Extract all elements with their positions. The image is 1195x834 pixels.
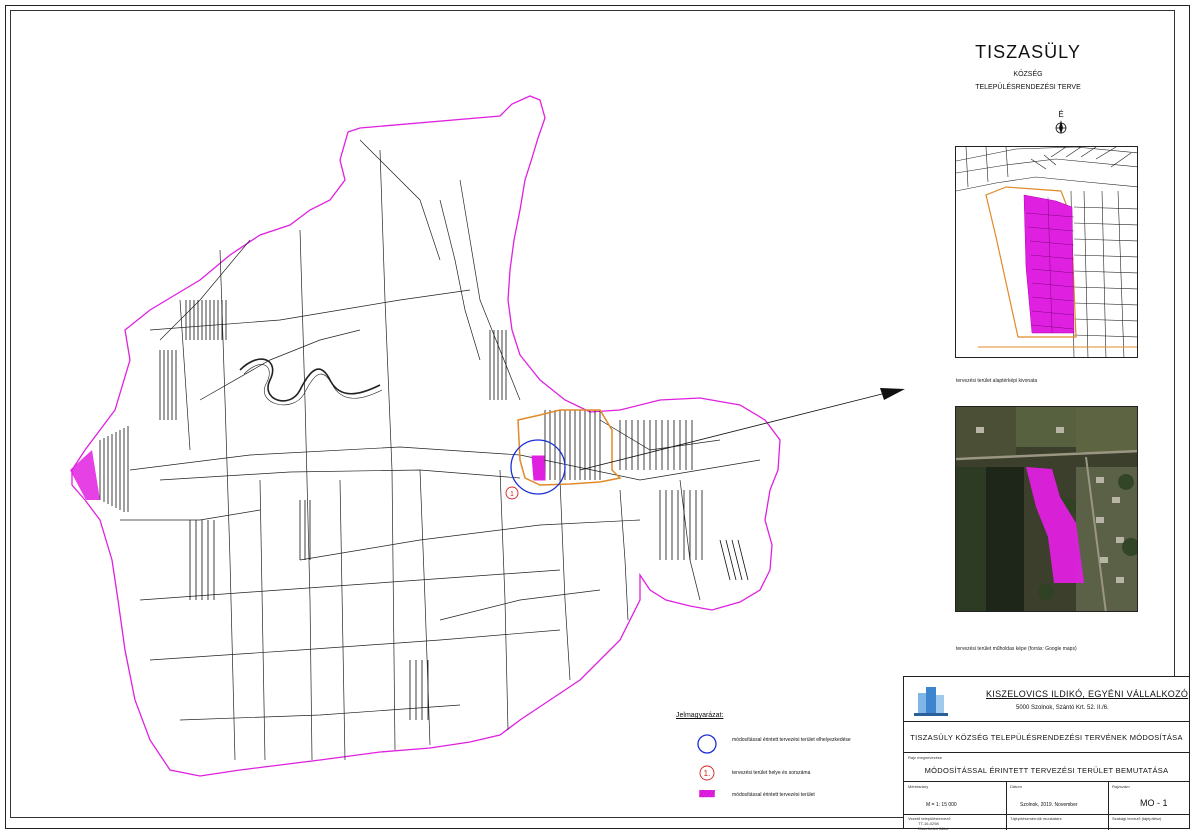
- blue-circle-icon: [697, 734, 717, 754]
- legend-item-area-text: módosítással érintett tervezési terület: [732, 792, 815, 798]
- legend-item-number-text: tervezési terület helye és sorszáma: [732, 770, 811, 776]
- map-subtitle: KÖZSÉG: [1013, 71, 1043, 78]
- date-value: Szolnok, 2019. November: [1020, 802, 1078, 808]
- inset-cadastral-drawing: [956, 147, 1137, 357]
- date-label: Dátum: [1010, 784, 1022, 789]
- signature-label: Szakági tervező (tájépítész): [1112, 816, 1162, 821]
- title-cartouche: KISZELOVICS ILDIKÓ, EGYÉNI VÁLLALKOZÓ 50…: [903, 676, 1190, 831]
- drawing-sheet: [5, 5, 1190, 829]
- sheet-title-label: Rajz megnevezése: [908, 755, 943, 760]
- western-planning-area: [70, 450, 100, 500]
- scale-value: M = 1: 15 000: [926, 802, 957, 808]
- main-map[interactable]: 1: [0, 0, 920, 834]
- legend-item-area: módosítással érintett tervezési terület: [676, 786, 866, 808]
- map-title-block: TISZASÜLY KÖZSÉG TELEPÜLÉSRENDEZÉSI TERV…: [938, 42, 1118, 91]
- planning-area-marker: [531, 455, 546, 481]
- legend-item-number: 1. tervezési terület helye és sorszáma: [676, 763, 866, 785]
- satellite-image-drawing: [956, 407, 1137, 611]
- inset-photo-caption: tervezési terület műholdas képe (forrás:…: [956, 646, 1077, 652]
- cartouche-column-divider: [1006, 781, 1007, 830]
- sheet-number: MO - 1: [1140, 798, 1168, 808]
- scale-label: Méretarány: [908, 784, 929, 789]
- cartouche-divider: [904, 814, 1189, 815]
- cartouche-divider: [904, 752, 1189, 753]
- project-title: TISZASÜLY KÖZSÉG TELEPÜLÉSRENDEZÉSI TERV…: [910, 733, 1183, 742]
- legend-number-label: 1.: [704, 769, 711, 778]
- north-letter: É: [1058, 110, 1064, 119]
- north-arrow-icon: [1055, 120, 1067, 134]
- inset-plan-caption: tervezési terület alaptérképi kivonata: [956, 378, 1038, 384]
- area-number-label: 1: [510, 491, 514, 498]
- sheet-number-label: Rajzszám: [1112, 784, 1130, 789]
- inset-cadastral-map[interactable]: [955, 146, 1138, 358]
- company-logo-icon: [914, 687, 948, 716]
- parcel-linework: [120, 139, 761, 761]
- numbered-circle-icon: 1.: [699, 765, 715, 781]
- legend-item-location-text: módosítással érintett tervezési terület …: [732, 737, 851, 743]
- map-title: TISZASÜLY: [975, 42, 1081, 62]
- company-name: KISZELOVICS ILDIKÓ, EGYÉNI VÁLLALKOZÓ: [986, 689, 1189, 699]
- designer-name: Kiszelovics Ildikó: [918, 826, 949, 831]
- legend-item-location: módosítással érintett tervezési terület …: [676, 734, 866, 756]
- inset-pointer-line: [579, 393, 883, 471]
- designer-label: Vezető településtervező: [908, 816, 951, 821]
- inset-pointer-arrowhead: [880, 388, 905, 400]
- sheet-title: MÓDOSÍTÁSSAL ÉRINTETT TERVEZÉSI TERÜLET …: [924, 766, 1169, 775]
- company-address: 5000 Szolnok, Szántó Krt. 52. II./6.: [1016, 705, 1109, 711]
- locator-circle: [510, 439, 566, 495]
- partner-label: Tájépítészmérnök munkatárs: [1010, 816, 1062, 821]
- settlement-inner-boundary: [517, 409, 622, 486]
- cartouche-column-divider: [1108, 781, 1109, 830]
- map-legend: Jelmagyarázat: módosítással érintett ter…: [676, 712, 866, 798]
- drawing-frame: [10, 10, 1175, 818]
- cartouche-divider: [904, 721, 1189, 722]
- designer-id: TT-16-0298: [918, 821, 939, 826]
- magenta-hatch-icon: [699, 790, 715, 798]
- legend-title: Jelmagyarázat:: [676, 712, 724, 719]
- north-arrow: É: [1046, 110, 1076, 140]
- map-subtitle-plan: TELEPÜLÉSRENDEZÉSI TERVE: [975, 84, 1081, 91]
- inset-satellite-image[interactable]: [955, 406, 1138, 612]
- area-number-marker: [505, 486, 519, 500]
- cartouche-divider: [904, 781, 1189, 782]
- municipality-boundary: [71, 95, 781, 777]
